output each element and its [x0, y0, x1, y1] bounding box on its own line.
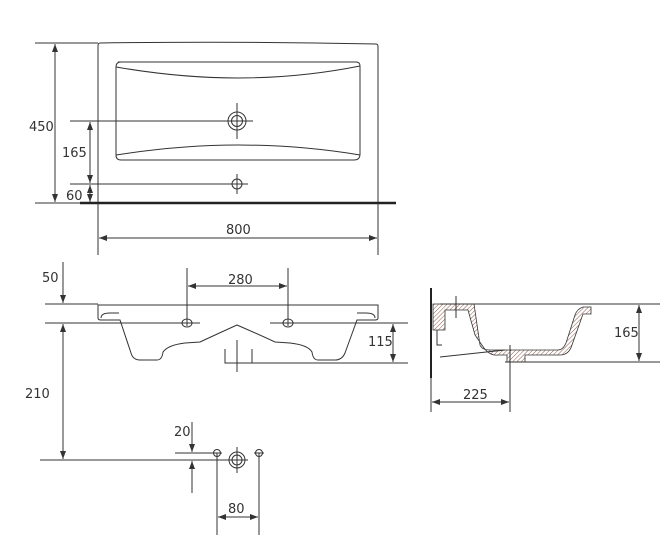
- dim-20: 20: [174, 425, 191, 440]
- basin-outline: [115, 61, 361, 161]
- sink-section: [432, 303, 592, 363]
- dim-210: 210: [25, 387, 50, 402]
- waste-outlet-icon: [226, 447, 248, 473]
- dim-50: 50: [42, 271, 59, 286]
- top-view: 450 165 60 800: [29, 41, 396, 255]
- dim-115: 115: [368, 335, 393, 350]
- dim-80: 80: [228, 502, 245, 517]
- dim-225: 225: [463, 388, 488, 403]
- dim-60: 60: [66, 189, 83, 204]
- side-view: 225 165: [430, 288, 660, 412]
- dim-800: 800: [226, 223, 251, 238]
- dim-280: 280: [228, 273, 253, 288]
- sink-outline: [97, 41, 379, 203]
- dim-165-top: 165: [62, 146, 87, 161]
- dim-450: 450: [29, 120, 54, 135]
- dim-165-side: 165: [614, 326, 639, 341]
- front-view: 280 50 115 210 20 80: [25, 262, 408, 535]
- sink-front-profile: [97, 304, 379, 364]
